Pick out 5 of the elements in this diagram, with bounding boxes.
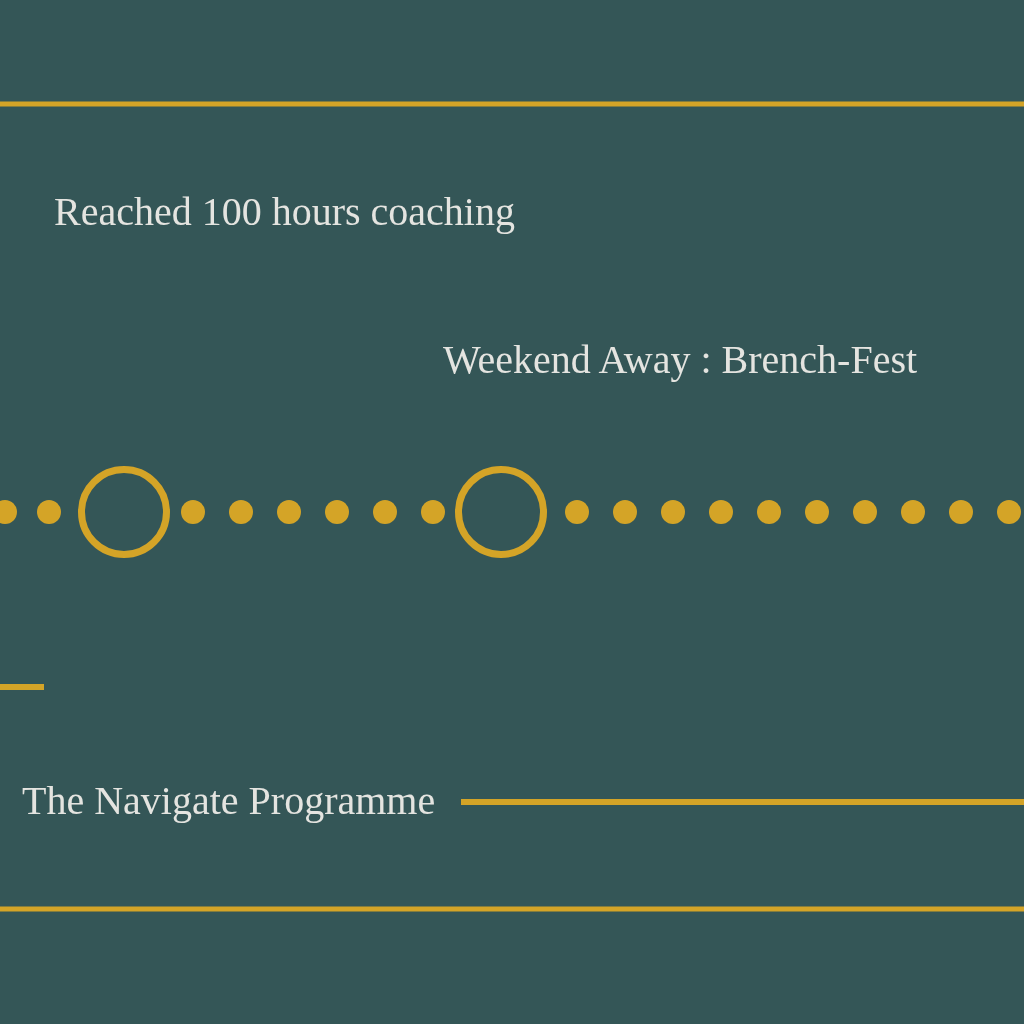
milestone-circle [455, 466, 547, 558]
milestone-label: Reached 100 hours coaching [54, 188, 515, 236]
milestone-circle [77, 466, 170, 558]
milestone-label: Weekend Away : Brench-Fest [443, 336, 918, 384]
milestone-label: The Navigate Programme [22, 777, 436, 825]
